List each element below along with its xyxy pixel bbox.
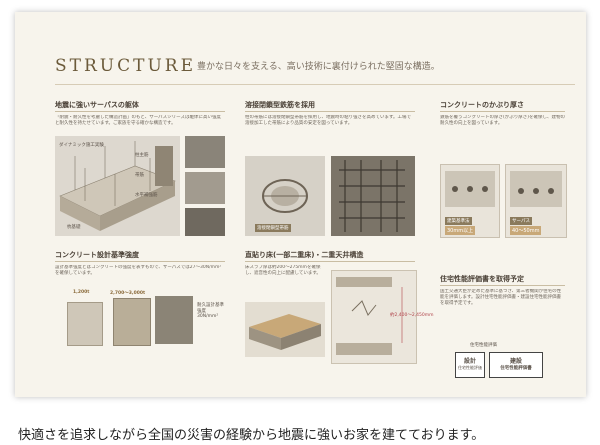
title-divider xyxy=(55,84,575,85)
badge-title: 住宅性能評価 xyxy=(470,343,497,348)
diagram-label: 杭基礎 xyxy=(67,225,81,230)
section-heading-evaluation: 住宅性能評価書を取得予定 xyxy=(440,275,524,283)
strength-value: 1,200t xyxy=(73,290,90,295)
section-body: 設計基準強度とはコンクリートの強度を表すもので、サーパスでは27〜30N/mm²… xyxy=(55,265,222,276)
section-heading-cover: コンクリートのかぶり厚さ xyxy=(440,101,524,109)
section-heading-strength: コンクリート設計基準強度 xyxy=(55,251,139,259)
diagram-label: 水平補強筋 xyxy=(135,193,158,198)
strength-value: 2,700〜3,000t xyxy=(110,291,146,296)
construction-evaluation-badge: 建設 住宅性能評価書 xyxy=(489,352,543,378)
rebar-ring-diagram xyxy=(245,156,325,236)
strength-block-surpass xyxy=(113,298,151,346)
section-body: 国土交通大臣が定めた基準に基づき、第三者機関が住宅の性能を評価します。設計住宅性… xyxy=(440,289,562,306)
gauge-tag: 建築基準法 xyxy=(445,217,472,225)
rebar-label: 溶接閉鎖型帯筋 xyxy=(255,224,291,232)
caption-text: 快適さを追求しながら全国の災害の経験から地震に強いお家を建てております。 xyxy=(18,428,485,443)
section-heading-floor: 直貼り床(一部二重床)・二重天井構造 xyxy=(245,251,364,259)
page-title: STRUCTURE xyxy=(55,56,196,76)
cover-gauge-standard xyxy=(440,164,500,238)
section-divider xyxy=(245,111,415,112)
section-body: 「耐震・耐久性を考慮した構造計画」のもと、サーパスシリーズは躯体に高い強度と耐久… xyxy=(55,115,221,126)
rebar-cage-photo xyxy=(331,156,415,236)
design-evaluation-badge: 設計 住宅性能評価 xyxy=(455,352,485,378)
section-body: 鉄筋を覆うコンクリートの厚さ(かぶり厚さ)を確保し、建物の耐久性の向上を図ってい… xyxy=(440,115,565,126)
strength-block-standard xyxy=(67,302,103,346)
diagram-label: 柱主筋 xyxy=(135,153,149,158)
ceiling-section-diagram xyxy=(331,270,417,364)
section-body: 床スラブ厚は約200〜275mmを確保し、遮音性の向上に配慮しています。 xyxy=(245,265,321,276)
section-divider xyxy=(440,111,565,112)
section-divider xyxy=(245,261,415,262)
concrete-test-photo xyxy=(155,296,193,344)
section-heading-structure: 地震に強いサーパスの躯体 xyxy=(55,101,139,109)
rebar-photo xyxy=(185,172,225,204)
diagram-label: ダイナミック施工実験 xyxy=(59,143,104,148)
section-divider xyxy=(440,285,565,286)
floor-slab-diagram xyxy=(245,302,325,357)
gauge-value: 30mm以上 xyxy=(445,226,476,235)
gauge-value: 40〜50mm xyxy=(510,226,542,235)
rebar-photo xyxy=(185,136,225,168)
section-divider xyxy=(55,261,225,262)
brochure-page: STRUCTURE 豊かな日々を支える、高い技術に裏付けられた堅固な構造。 地震… xyxy=(15,12,586,397)
strength-note: 耐久設計基準強度 30N/mm² xyxy=(197,303,224,319)
section-body: 柱の帯筋には溶接閉鎖型帯筋を採用し、地震時の粘り強さを高めています。工場で溶接加… xyxy=(245,115,412,126)
section-heading-rebar: 溶接閉鎖型鉄筋を採用 xyxy=(245,101,315,109)
diagram-label: 帯筋 xyxy=(135,173,144,178)
gauge-tag: サーパス xyxy=(510,217,532,225)
tagline: 豊かな日々を支える、高い技術に裏付けられた堅固な構造。 xyxy=(197,62,440,72)
ceiling-dimension: 約2,400〜2,450mm xyxy=(390,313,434,318)
section-divider xyxy=(55,111,225,112)
building-diagram xyxy=(55,136,180,236)
cover-gauge-surpass xyxy=(505,164,567,238)
rebar-photo xyxy=(185,208,225,236)
